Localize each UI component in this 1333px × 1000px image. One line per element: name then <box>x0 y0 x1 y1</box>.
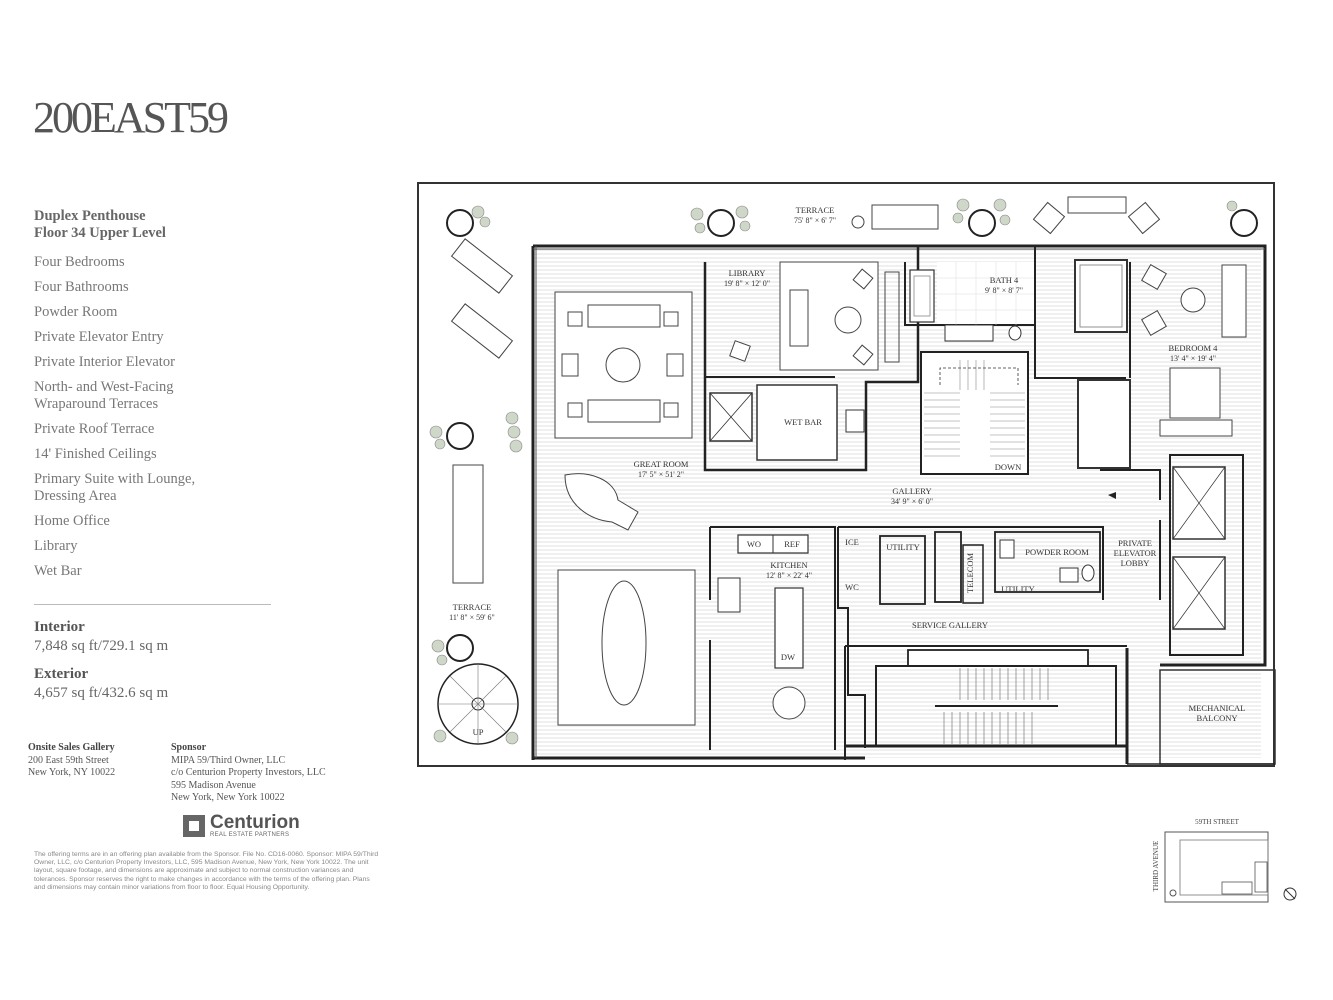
feature-item: 14' Finished Ceilings <box>34 446 157 462</box>
sales-gallery-info: Onsite Sales Gallery 200 East 59th Stree… <box>28 742 168 780</box>
key-plan-street-top: 59TH STREET <box>1195 818 1239 826</box>
north-arrow-icon <box>1283 887 1297 901</box>
interior-value: 7,848 sq ft/729.1 sq m <box>34 638 169 654</box>
feature-item: Wet Bar <box>34 563 82 579</box>
sponsor-line: 595 Madison Avenue <box>171 779 256 791</box>
feature-item: Powder Room <box>34 304 118 320</box>
sponsor-info: Sponsor MIPA 59/Third Owner, LLC c/o Cen… <box>171 742 361 805</box>
key-plan-street-side: THIRD AVENUE <box>1152 841 1160 892</box>
unit-title-line1: Duplex Penthouse <box>34 208 146 224</box>
feature-item: Dressing Area <box>34 488 117 504</box>
feature-item: Four Bathrooms <box>34 279 129 295</box>
dim-gallery: 34' 9" × 6' 0" <box>891 497 933 506</box>
feature-item: Wraparound Terraces <box>34 396 159 412</box>
label-wo: WO <box>747 539 761 549</box>
centurion-tagline: REAL ESTATE PARTNERS <box>210 832 290 838</box>
centurion-mark-icon <box>183 815 205 837</box>
dim-bath4: 9' 8" × 8' 7" <box>985 286 1023 295</box>
dim-bedroom4: 13' 4" × 19' 4" <box>1170 354 1216 363</box>
sponsor-heading: Sponsor <box>171 742 207 753</box>
label-mechanical-2: BALCONY <box>1196 713 1237 723</box>
sales-gallery-line: New York, NY 10022 <box>28 767 116 778</box>
sales-gallery-line: 200 East 59th Street <box>28 754 109 766</box>
dim-kitchen: 12' 8" × 22' 4" <box>766 571 812 580</box>
label-wet-bar: WET BAR <box>784 417 822 427</box>
label-utility-2: UTILITY <box>1001 584 1035 594</box>
sales-gallery-heading: Onsite Sales Gallery <box>28 742 115 753</box>
exterior-label: Exterior <box>34 666 89 682</box>
dim-great-room: 17' 5" × 51' 2" <box>638 470 684 479</box>
label-elevator-lobby-3: LOBBY <box>1121 558 1150 568</box>
unit-summary: Duplex Penthouse Floor 34 Upper Level Fo… <box>34 208 274 588</box>
sponsor-line: New York, New York 10022 <box>171 792 285 803</box>
label-wc: WC <box>845 582 859 592</box>
label-elevator-lobby-2: ELEVATOR <box>1114 548 1157 558</box>
interior-label: Interior <box>34 619 85 635</box>
label-powder-room: POWDER ROOM <box>1025 547 1089 557</box>
key-plan <box>1164 831 1269 903</box>
exterior-walls <box>531 244 1267 760</box>
feature-item: Four Bedrooms <box>34 254 125 270</box>
divider <box>34 604 271 605</box>
label-up: UP <box>473 727 484 737</box>
feature-item: Private Roof Terrace <box>34 421 155 437</box>
sponsor-line: c/o Centurion Property Investors, LLC <box>171 767 326 778</box>
dim-terrace-west: 11' 8" × 59' 6" <box>449 613 495 622</box>
feature-item: Private Interior Elevator <box>34 354 175 370</box>
feature-item: Private Elevator Entry <box>34 329 164 345</box>
dim-library: 19' 8" × 12' 0" <box>724 279 770 288</box>
label-mechanical-1: MECHANICAL <box>1189 703 1246 713</box>
label-ref: REF <box>784 539 800 549</box>
label-service-gallery: SERVICE GALLERY <box>912 620 988 630</box>
label-great-room: GREAT ROOM <box>634 459 689 469</box>
feature-list: Four Bedrooms Four Bathrooms Powder Room… <box>34 254 274 580</box>
unit-title-line2: Floor 34 Upper Level <box>34 225 166 241</box>
feature-item: Library <box>34 538 78 554</box>
label-utility-1: UTILITY <box>886 542 920 552</box>
label-down: DOWN <box>995 462 1021 472</box>
label-ice: ICE <box>845 537 859 547</box>
legal-disclaimer: The offering terms are in an offering pl… <box>34 851 379 891</box>
label-gallery: GALLERY <box>892 486 931 496</box>
feature-item: Primary Suite with Lounge, <box>34 471 196 487</box>
terrace-outline <box>417 182 1275 767</box>
sponsor-line: MIPA 59/Third Owner, LLC <box>171 754 286 766</box>
label-dw: DW <box>781 652 795 662</box>
feature-item: Home Office <box>34 513 110 529</box>
label-terrace-west: TERRACE <box>453 602 492 612</box>
building-logo: 200EAST59 <box>33 93 229 142</box>
label-bedroom4: BEDROOM 4 <box>1169 343 1219 353</box>
interior-area: Interior 7,848 sq ft/729.1 sq m <box>34 619 168 655</box>
label-telecom: TELECOM <box>965 552 975 593</box>
label-library: LIBRARY <box>729 268 766 278</box>
dim-terrace-north: 75' 8" × 6' 7" <box>794 216 836 225</box>
label-bath4: BATH 4 <box>990 275 1019 285</box>
label-kitchen: KITCHEN <box>770 560 807 570</box>
centurion-name: Centurion <box>210 812 300 833</box>
exterior-value: 4,657 sq ft/432.6 sq m <box>34 685 169 701</box>
feature-item: North- and West-Facing <box>34 379 174 395</box>
exterior-area: Exterior 4,657 sq ft/432.6 sq m <box>34 666 168 702</box>
label-terrace-north: TERRACE <box>796 205 835 215</box>
label-elevator-lobby-1: PRIVATE <box>1118 538 1152 548</box>
